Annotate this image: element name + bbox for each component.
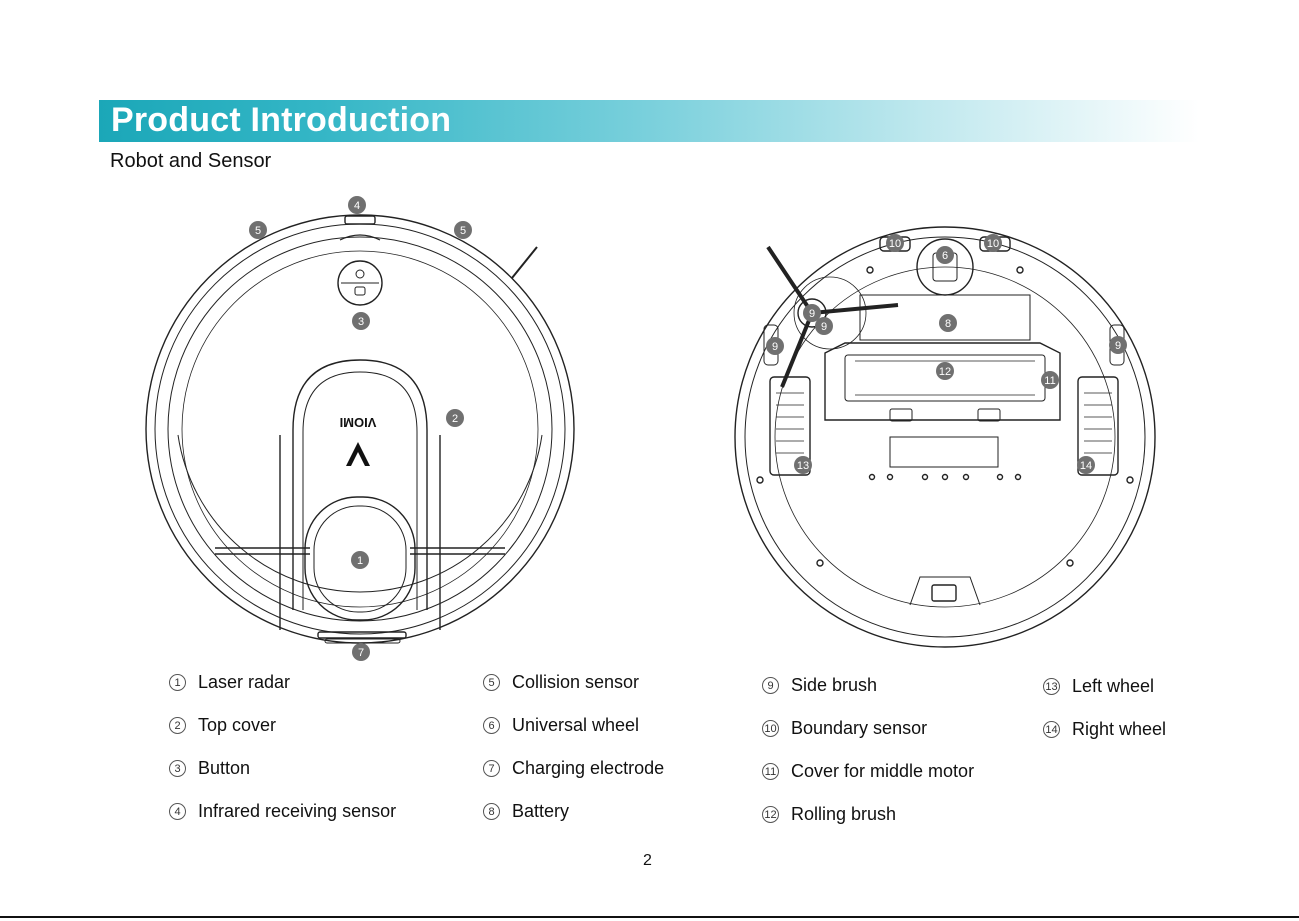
svg-text:13: 13: [797, 460, 809, 472]
svg-text:3: 3: [358, 316, 364, 328]
legend-number: 6: [483, 717, 500, 734]
title-bar: Product Introduction: [99, 100, 1199, 142]
legend-item: 3 Button: [169, 758, 250, 779]
brand-logo-icon: [346, 442, 370, 466]
legend-number: 13: [1043, 678, 1060, 695]
legend-item: 10 Boundary sensor: [762, 718, 927, 739]
brand-logo-text: VIOMI: [340, 415, 377, 430]
svg-text:2: 2: [452, 413, 458, 425]
callout-13: [794, 456, 812, 474]
svg-text:6: 6: [942, 250, 948, 262]
callout-4: [348, 196, 366, 214]
legend-number: 4: [169, 803, 186, 820]
callout-2: [446, 409, 464, 427]
callout-9-right-edge: [1109, 336, 1127, 354]
legend-number: 7: [483, 760, 500, 777]
svg-text:5: 5: [255, 225, 261, 237]
legend-number: 10: [762, 720, 779, 737]
svg-text:4: 4: [354, 200, 360, 212]
robot-bottom-view: 10 6 10 9 8 9 9 12 11 9 13 14: [734, 226, 1156, 648]
legend-item: 8 Battery: [483, 801, 569, 822]
section-subtitle: Robot and Sensor: [110, 150, 272, 172]
callout-7: [352, 643, 370, 661]
legend-item: 13 Left wheel: [1043, 676, 1154, 697]
callout-8: [939, 314, 957, 332]
legend-number: 14: [1043, 721, 1060, 738]
legend-item: 2 Top cover: [169, 715, 276, 736]
legend-number: 8: [483, 803, 500, 820]
footer-divider: [0, 916, 1299, 918]
legend-number: 1: [169, 674, 186, 691]
callout-10-left: [886, 234, 904, 252]
legend-item: 6 Universal wheel: [483, 715, 639, 736]
callout-5-right: [454, 221, 472, 239]
svg-text:7: 7: [358, 647, 364, 659]
svg-text:8: 8: [945, 318, 951, 330]
callout-9-left-edge: [766, 337, 784, 355]
legend-label: Collision sensor: [512, 672, 640, 692]
legend-label: Laser radar: [198, 672, 291, 692]
legend-number: 3: [169, 760, 186, 777]
svg-text:10: 10: [987, 238, 999, 250]
legend-label: Boundary sensor: [791, 718, 928, 738]
callout-9-hub: [803, 304, 821, 322]
callout-12: [936, 362, 954, 380]
legend-item: 1 Laser radar: [169, 672, 290, 693]
callout-9-right: [815, 317, 833, 335]
svg-text:12: 12: [939, 366, 951, 378]
page-title: Product Introduction: [111, 101, 452, 139]
callout-11: [1041, 371, 1059, 389]
robot-top-view: VIOMI 1 2 3 4 5 5 7: [145, 196, 575, 661]
page-number: 2: [643, 852, 652, 869]
legend-label: Side brush: [791, 675, 878, 695]
legend-label: Charging electrode: [512, 758, 665, 778]
legend-number: 9: [762, 677, 779, 694]
svg-text:1: 1: [357, 555, 363, 567]
legend-label: Button: [198, 758, 251, 778]
legend-number: 11: [762, 763, 779, 780]
legend-label: Top cover: [198, 715, 277, 735]
legend-item: 7 Charging electrode: [483, 758, 664, 779]
svg-text:9: 9: [772, 341, 778, 353]
legend-item: 5 Collision sensor: [483, 672, 639, 693]
legend-label: Cover for middle motor: [791, 761, 975, 781]
callout-5-left: [249, 221, 267, 239]
svg-text:10: 10: [889, 238, 901, 250]
svg-text:14: 14: [1080, 460, 1092, 472]
legend-label: Left wheel: [1072, 676, 1155, 696]
legend-label: Rolling brush: [791, 804, 897, 824]
legend-number: 2: [169, 717, 186, 734]
callout-6: [936, 246, 954, 264]
legend-item: 14 Right wheel: [1043, 719, 1166, 740]
legend-item: 11 Cover for middle motor: [762, 761, 974, 782]
legend-label: Infrared receiving sensor: [198, 801, 397, 821]
legend-number: 12: [762, 806, 779, 823]
callout-14: [1077, 456, 1095, 474]
svg-text:9: 9: [1115, 340, 1121, 352]
svg-text:9: 9: [821, 321, 827, 333]
legend-label: Right wheel: [1072, 719, 1167, 739]
callout-1: [351, 551, 369, 569]
legend-label: Universal wheel: [512, 715, 640, 735]
legend-label: Battery: [512, 801, 570, 821]
callout-10-right: [984, 234, 1002, 252]
svg-text:9: 9: [809, 308, 815, 320]
callout-3: [352, 312, 370, 330]
legend-item: 4 Infrared receiving sensor: [169, 801, 396, 822]
legend-item: 9 Side brush: [762, 675, 877, 696]
legend-number: 5: [483, 674, 500, 691]
legend-item: 12 Rolling brush: [762, 804, 896, 825]
svg-text:5: 5: [460, 225, 466, 237]
svg-text:11: 11: [1044, 375, 1055, 387]
